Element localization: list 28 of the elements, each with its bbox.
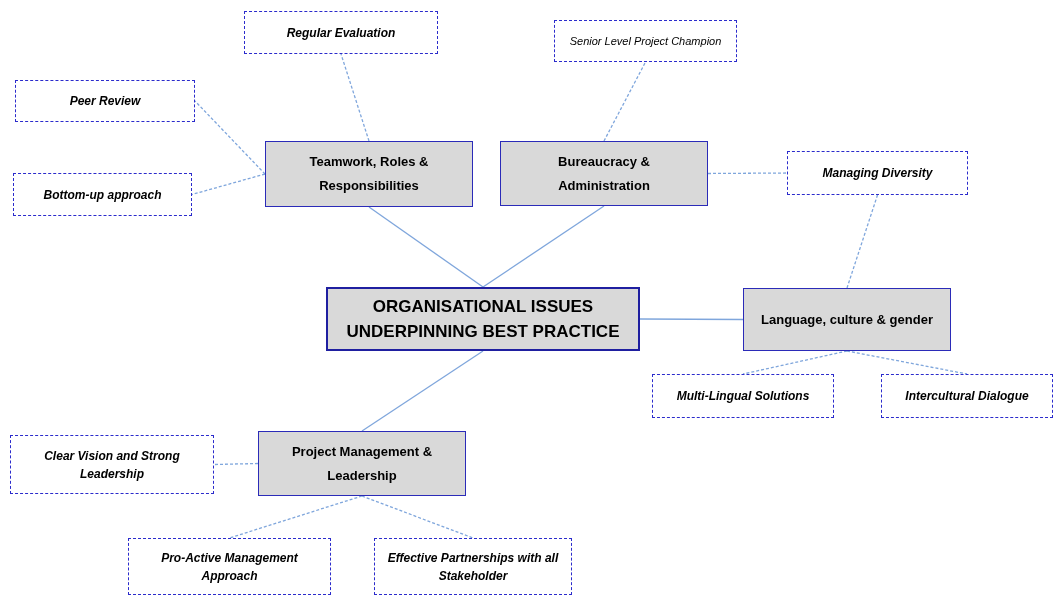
connector-line [603, 61, 647, 142]
connector-line [194, 100, 266, 175]
connector-line [213, 462, 259, 466]
connector-line [639, 318, 744, 321]
connector-line [191, 173, 266, 196]
subtopic-box: Multi-Lingual Solutions [652, 374, 834, 418]
connector-line [368, 206, 484, 288]
connector-line [361, 495, 474, 539]
connector-line [846, 194, 879, 289]
subtopic-box: Pro-Active Management Approach [128, 538, 331, 595]
topic-box: Language, culture & gender [743, 288, 951, 351]
connector-line [707, 172, 788, 175]
connector-line [482, 205, 605, 288]
connector-line [340, 53, 370, 142]
subtopic-box: Clear Vision and Strong Leadership [10, 435, 214, 494]
subtopic-box: Effective Partnerships with all Stakeholder [374, 538, 572, 595]
connector-line [228, 495, 363, 539]
topic-box: Project Management & Leadership [258, 431, 466, 496]
topic-box: Bureaucracy & Administration [500, 141, 708, 206]
central-topic-box: ORGANISATIONAL ISSUES UNDERPINNING BEST PRACTICE [326, 287, 640, 351]
subtopic-box: Intercultural Dialogue [881, 374, 1053, 418]
subtopic-box: Regular Evaluation [244, 11, 438, 54]
topic-box: Teamwork, Roles & Responsibilities [265, 141, 473, 207]
connector-line [361, 350, 484, 432]
subtopic-box: Senior Level Project Champion [554, 20, 737, 62]
subtopic-box: Bottom-up approach [13, 173, 192, 216]
subtopic-box: Managing Diversity [787, 151, 968, 195]
subtopic-box: Peer Review [15, 80, 195, 122]
